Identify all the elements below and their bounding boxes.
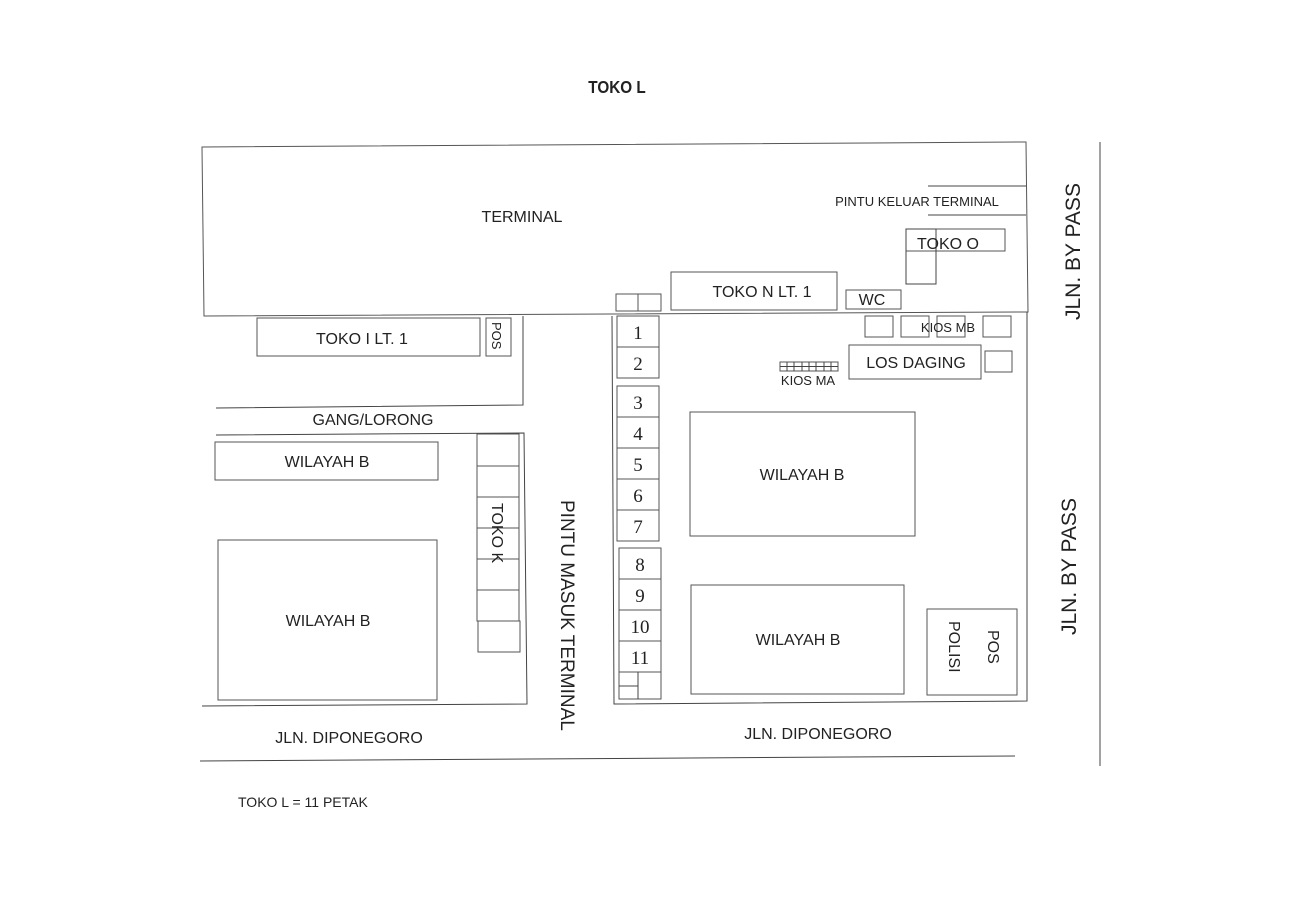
petak-number: 4 <box>633 424 643 445</box>
road-diponegoro-label-left: JLN. DIPONEGORO <box>275 730 423 747</box>
toko-l-petak <box>618 609 662 642</box>
toko-k-column <box>476 433 521 653</box>
map-title: TOKO L <box>588 77 645 97</box>
los-daging-kiosk <box>984 350 1013 373</box>
pos-polisi-label-2: POLISI <box>945 621 962 673</box>
gang-lower-edge <box>201 432 528 707</box>
toko-n <box>670 271 838 311</box>
toko-i-label: TOKO I LT. 1 <box>316 331 408 348</box>
petak-number: 7 <box>633 517 643 538</box>
wilayah-b-right-bottom <box>690 584 905 695</box>
petak-number: 11 <box>631 648 649 669</box>
wc-label: WC <box>859 292 886 309</box>
kios-mb-label: KIOS MB <box>921 320 975 335</box>
toko-n-label: TOKO N LT. 1 <box>713 284 812 301</box>
gang-upper-edge <box>215 316 524 409</box>
terminal-building <box>201 141 1029 317</box>
wilayah-b-label: WILAYAH B <box>285 454 370 471</box>
toko-k-label: TOKO K <box>488 503 505 563</box>
los-daging <box>848 344 982 380</box>
pos-polisi <box>926 608 1018 696</box>
toko-o-annex <box>905 228 937 285</box>
road-bypass-label-top: JLN. BY PASS <box>1062 183 1085 320</box>
toko-l-petak <box>618 640 662 673</box>
wilayah-b-label: WILAYAH B <box>286 613 371 630</box>
petak-number: 10 <box>631 617 650 638</box>
wilayah-b-left-top <box>214 441 439 481</box>
wilayah-b-right-top <box>689 411 916 537</box>
kios-mb-1 <box>864 315 894 338</box>
gang-label: GANG/LORONG <box>313 412 434 429</box>
toko-l-petak <box>616 416 660 449</box>
kios-mb-3 <box>936 315 966 338</box>
wilayah-b-label: WILAYAH B <box>760 467 845 484</box>
toko-l-petak <box>616 509 660 542</box>
toko-l-column <box>616 315 662 700</box>
wilayah-b-label: WILAYAH B <box>756 632 841 649</box>
toko-l-petak <box>616 385 660 418</box>
kiosk-small-1 <box>615 293 639 312</box>
entrance-gate-label: PINTU MASUK TERMINAL <box>556 500 577 731</box>
road-diponegoro-label-right: JLN. DIPONEGORO <box>744 726 892 743</box>
kios-mb-4 <box>982 315 1012 338</box>
petak-number: 8 <box>635 555 645 576</box>
toko-l-petak <box>616 346 660 379</box>
footnote: TOKO L = 11 PETAK <box>238 794 368 810</box>
petak-number: 5 <box>633 455 643 476</box>
toko-l-petak <box>618 547 662 580</box>
toko-i <box>256 317 481 357</box>
petak-number: 2 <box>633 354 643 375</box>
petak-number: 3 <box>633 393 643 414</box>
exit-gate-label: PINTU KELUAR TERMINAL <box>835 194 999 209</box>
toko-l-petak <box>616 478 660 511</box>
road-diponegoro-edge <box>199 755 1016 762</box>
wilayah-b-left-bottom <box>217 539 438 701</box>
los-daging-label: LOS DAGING <box>866 355 966 372</box>
kiosk-small-2 <box>637 293 662 312</box>
petak-number: 6 <box>633 486 643 507</box>
terminal-label: TERMINAL <box>482 209 563 226</box>
pos-polisi-label-1: POS <box>984 630 1001 664</box>
kios-mb-2 <box>900 315 930 338</box>
market-block-outline <box>611 312 1028 705</box>
toko-o-label: TOKO O <box>917 236 979 253</box>
toko-l-petak <box>618 578 662 611</box>
petak-number: 1 <box>633 323 643 344</box>
kios-ma-grid <box>779 361 839 372</box>
road-bypass-label-bottom: JLN. BY PASS <box>1058 498 1081 635</box>
pos-small <box>485 317 512 357</box>
wc <box>845 289 902 310</box>
kios-ma-label: KIOS MA <box>781 373 836 388</box>
petak-number: 9 <box>635 586 645 607</box>
pos-small-label: POS <box>489 322 504 350</box>
